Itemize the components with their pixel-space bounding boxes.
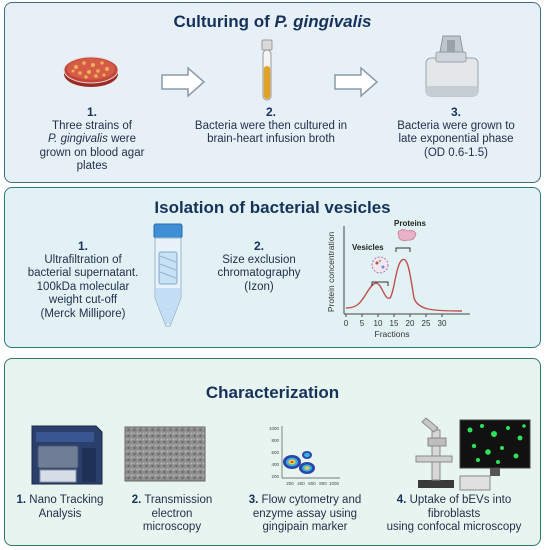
step-number: 1.	[86, 105, 97, 119]
culturing-title-text: Culturing of	[173, 12, 275, 31]
arrow-right-icon	[161, 66, 206, 98]
flow-y-tick-label: 400	[271, 462, 279, 467]
step-text: brain-heart infusion broth	[207, 133, 335, 145]
culture-tube-icon	[261, 39, 273, 101]
flow-x-tick-label: 800	[319, 481, 327, 486]
step-text: Ultrafiltration of	[44, 253, 122, 266]
item-number: 2.	[131, 494, 142, 506]
x-axis-label: Fractions	[375, 329, 410, 339]
item-text: Uptake of bEVs into fibroblasts	[406, 494, 512, 520]
x-tick-label: 15	[390, 319, 399, 328]
step-number: 1.	[77, 239, 88, 253]
sec-elution-plot: Protein concentration 0 5 10 15 20 25 30 Fract…	[326, 219, 470, 339]
item-text: enzyme assay using	[252, 507, 358, 520]
spectrophotometer-icon	[425, 35, 479, 97]
item-text-line: 1. Nano Tracking	[10, 494, 110, 508]
y-axis-label: Protein concentration	[326, 232, 336, 313]
x-tick-label: 0	[344, 319, 349, 328]
step-text: chromatography	[217, 267, 301, 279]
item-text-line: 2. Transmission electron	[112, 494, 232, 521]
isolation-step-1: 1. Ultrafiltration of bacterial supernat…	[18, 239, 148, 321]
item-text: Nano Tracking	[26, 494, 104, 506]
isolation-panel: Isolation of bacterial vesicles	[4, 187, 541, 348]
step-text: Bacteria were grown to	[397, 119, 515, 132]
step-text: Three strains of	[52, 119, 132, 132]
item-text: gingipain marker	[262, 521, 348, 533]
x-tick-label: 20	[406, 319, 415, 328]
isolation-title: Isolation of bacterial vesicles	[154, 198, 391, 217]
vesicle-icon	[371, 256, 389, 274]
proteins-label: Proteins	[394, 219, 427, 228]
step-text-line: P. gingivalis were	[28, 133, 156, 147]
vesicles-bracket	[371, 281, 389, 286]
step-text: late exponential phase	[398, 133, 514, 145]
culturing-step-1: 1. Three strains of P. gingivalis were g…	[28, 105, 156, 174]
flow-y-tick-labels: 1000 800 600 400 200	[269, 426, 280, 479]
step-text: (OD 0.6-1.5)	[424, 146, 488, 159]
centrifugal-filter-icon	[153, 223, 183, 327]
step-text: (Merck Millipore)	[40, 307, 126, 320]
step-text: bacterial supernatant.	[27, 267, 139, 279]
x-tick-label: 25	[422, 319, 431, 328]
flow-x-tick-label: 600	[308, 481, 316, 486]
step-text: plates	[76, 160, 108, 172]
item-text: microscopy	[142, 521, 202, 533]
flow-population-2	[299, 462, 315, 474]
characterization-item-3: 3. Flow cytometry and enzyme assay using…	[240, 494, 370, 535]
step-number: 2.	[253, 239, 264, 253]
vesicles-label: Vesicles	[352, 243, 384, 252]
step-number: 3.	[450, 105, 461, 119]
flow-y-tick-label: 600	[271, 450, 279, 455]
step-text: were	[107, 133, 136, 145]
flow-y-tick-label: 800	[271, 438, 279, 443]
item-text: Analysis	[38, 507, 82, 520]
step-text: (Izon)	[244, 280, 274, 293]
item-number: 4.	[396, 494, 407, 506]
item-text: Flow cytometry and	[258, 494, 362, 506]
flow-population-3	[302, 451, 312, 459]
item-text-line: 3. Flow cytometry and	[240, 494, 370, 508]
step-text: 100kDa molecular	[36, 280, 130, 293]
flow-x-tick-label: 400	[297, 481, 305, 486]
item-number: 1.	[16, 494, 27, 506]
culturing-title: Culturing of P. gingivalis	[5, 12, 540, 32]
step-text: grown on blood agar	[39, 146, 145, 159]
x-tick-label: 30	[438, 319, 447, 328]
step-text: Size exclusion	[222, 253, 296, 266]
tem-micrograph-image	[124, 426, 206, 482]
confocal-microscope-icon	[415, 417, 531, 491]
nano-tracking-instrument-icon	[31, 425, 103, 485]
elution-curve	[345, 258, 463, 312]
x-tick-label: 5	[360, 319, 365, 328]
petri-dish-icon	[63, 56, 119, 87]
x-tick-label: 10	[374, 319, 383, 328]
characterization-title: Characterization	[205, 383, 340, 402]
flow-x-tick-label: 1000	[329, 481, 340, 486]
culturing-title-species: P. gingivalis	[274, 12, 372, 31]
species-name: P. gingivalis	[47, 133, 108, 145]
item-text-line: 4. Uptake of bEVs into fibroblasts	[372, 494, 536, 521]
flow-y-tick-label: 200	[271, 474, 279, 479]
step-number: 2.	[265, 105, 276, 119]
x-tick-labels: 0 5 10 15 20 25 30	[344, 314, 447, 328]
characterization-item-2: 2. Transmission electron microscopy	[112, 494, 232, 535]
isolation-step-2: 2. Size exclusion chromatography (Izon)	[204, 239, 314, 294]
characterization-item-1: 1. Nano Tracking Analysis	[10, 494, 110, 521]
flow-y-tick-label: 1000	[269, 426, 280, 431]
step-text: Bacteria were then cultured in	[194, 119, 348, 132]
characterization-item-4: 4. Uptake of bEVs into fibroblasts using…	[372, 494, 536, 535]
flow-population-1	[283, 455, 301, 469]
arrow-right-icon-2	[334, 66, 379, 98]
protein-icon	[397, 229, 417, 242]
item-text: using confocal microscopy	[386, 521, 522, 533]
flow-x-tick-label: 200	[286, 481, 294, 486]
culturing-step-2: 2. Bacteria were then cultured in brain-…	[181, 105, 361, 147]
item-number: 3.	[248, 494, 259, 506]
item-text: Transmission electron	[141, 494, 213, 520]
culturing-step-3: 3. Bacteria were grown to late exponenti…	[380, 105, 532, 160]
step-text: weight cut-off	[48, 294, 118, 306]
proteins-bracket	[395, 247, 411, 252]
